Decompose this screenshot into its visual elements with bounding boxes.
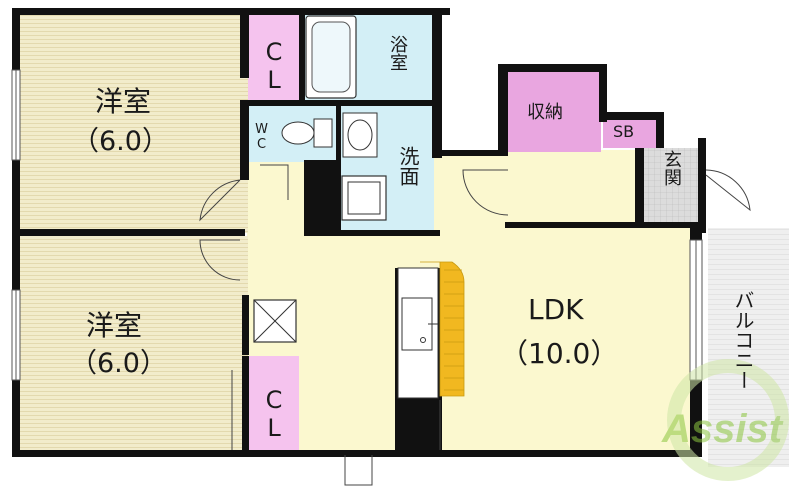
western-room-1-floor <box>20 15 248 233</box>
western-room-2-size: （6.0） <box>70 348 167 379</box>
entrance-label: 玄関 <box>661 150 682 186</box>
ldk-label: LDK <box>528 293 584 326</box>
western-room-2-floor <box>20 236 248 451</box>
balcony-label: バルコニー <box>731 290 755 390</box>
western-room-1-size: （6.0） <box>72 126 169 157</box>
western-room-2-label: 洋室 <box>86 309 143 342</box>
closet-2-floor <box>248 356 299 453</box>
washroom-label: 洗面 <box>396 146 420 186</box>
wash-basin <box>342 112 378 158</box>
ldk-size: （10.0） <box>500 337 619 370</box>
storage-floor <box>508 72 601 152</box>
storage-label: 収納 <box>527 102 563 123</box>
shoe-box-floor <box>603 120 658 148</box>
shoe-box-label: SB <box>613 122 635 141</box>
doors <box>199 164 751 486</box>
closet-2-label: CL <box>260 386 288 442</box>
western-room-1-label: 洋室 <box>95 85 152 118</box>
watermark-text: Assist <box>661 407 784 451</box>
washing-machine <box>341 175 387 221</box>
walls <box>12 8 706 457</box>
toilet-fixture <box>281 118 333 148</box>
closet-1-floor <box>248 13 299 103</box>
toilet-label: WC <box>254 122 269 152</box>
fridge-space <box>253 299 297 343</box>
windows <box>11 69 703 381</box>
bathtub <box>305 15 357 99</box>
watermark-logo: Assist <box>661 359 789 481</box>
bath-label: 浴室 <box>387 35 408 71</box>
entrance-floor <box>644 148 700 222</box>
counter-edge <box>420 261 465 397</box>
closet-1-label: CL <box>260 38 288 94</box>
kitchen-counter <box>397 267 439 399</box>
